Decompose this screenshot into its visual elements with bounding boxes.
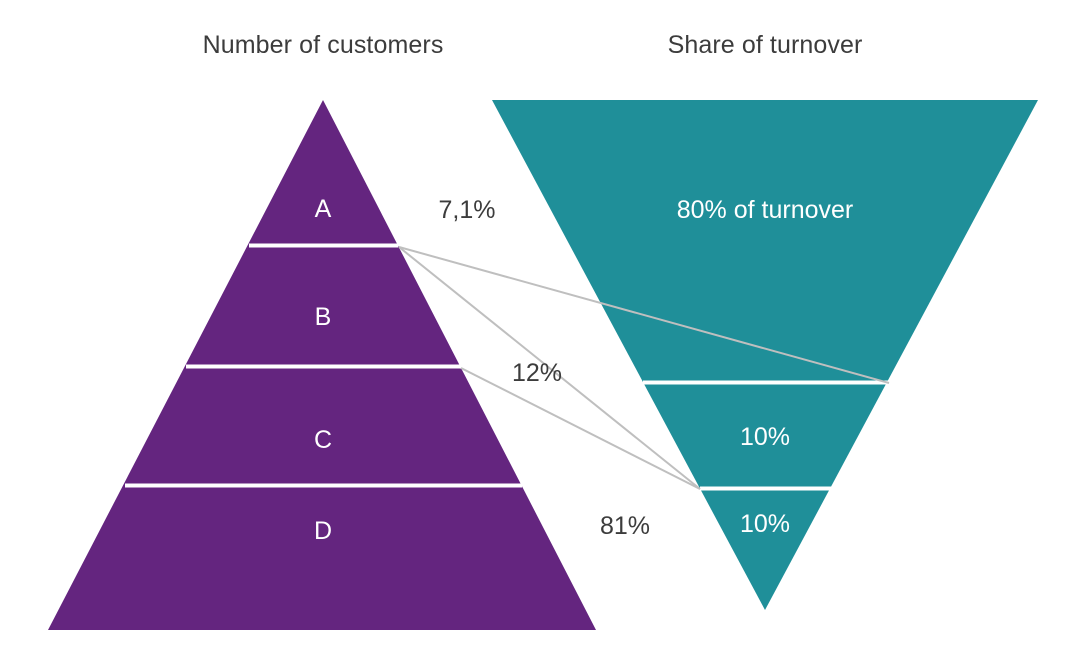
turnover-funnel (492, 100, 1038, 610)
customer-share-label-b: 12% (511, 359, 563, 387)
funnel-body (492, 100, 1038, 610)
pyramid-tier-label-b: B (314, 303, 332, 331)
turnover-segment-label-80: 80% of turnover (676, 196, 854, 224)
connector-line-mid (460, 367, 701, 490)
turnover-segment-label-10-lower: 10% (739, 510, 791, 538)
heading-share-of-turnover: Share of turnover (667, 31, 863, 59)
customer-share-label-a: 7,1% (438, 196, 496, 224)
connector-line-lower (398, 246, 701, 490)
turnover-segment-label-10-upper: 10% (739, 423, 791, 451)
connector-lines (398, 246, 890, 490)
heading-number-of-customers: Number of customers (202, 31, 444, 59)
pyramid-tier-label-a: A (314, 195, 332, 223)
customers-pyramid (48, 100, 596, 630)
pyramid-tier-label-c: C (313, 426, 333, 454)
connector-line-upper (398, 246, 890, 384)
pyramid-tier-label-d: D (313, 517, 333, 545)
customer-share-label-d: 81% (599, 512, 651, 540)
